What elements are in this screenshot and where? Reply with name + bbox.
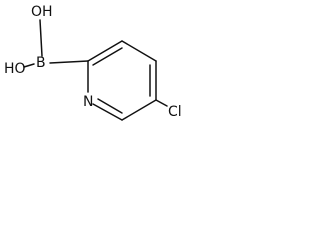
bond-c3-c4 — [121, 40, 157, 62]
structure-canvas: OH HO B N Cl — [0, 0, 202, 137]
bond-c6-n1 — [92, 103, 123, 121]
atom-label-nitrogen: N — [83, 94, 93, 110]
double-bond-c2-c3 — [92, 47, 123, 66]
atom-label-oh-top: OH — [31, 4, 53, 20]
atom-label-chlorine: Cl — [168, 104, 182, 120]
bond-b-oh-left — [23, 63, 35, 68]
double-bond-c6-n1 — [97, 98, 123, 114]
atom-label-oh-left: HO — [4, 61, 26, 77]
bond-c2-c3 — [87, 40, 123, 62]
bond-b-c2 — [49, 60, 89, 64]
molecule-drawing: OH HO B N Cl — [4, 4, 182, 121]
bond-c5-cl — [155, 99, 168, 107]
bond-c5-c6 — [121, 99, 157, 121]
bond-b-oh-top — [39, 19, 43, 57]
atom-label-boron: B — [36, 55, 46, 71]
